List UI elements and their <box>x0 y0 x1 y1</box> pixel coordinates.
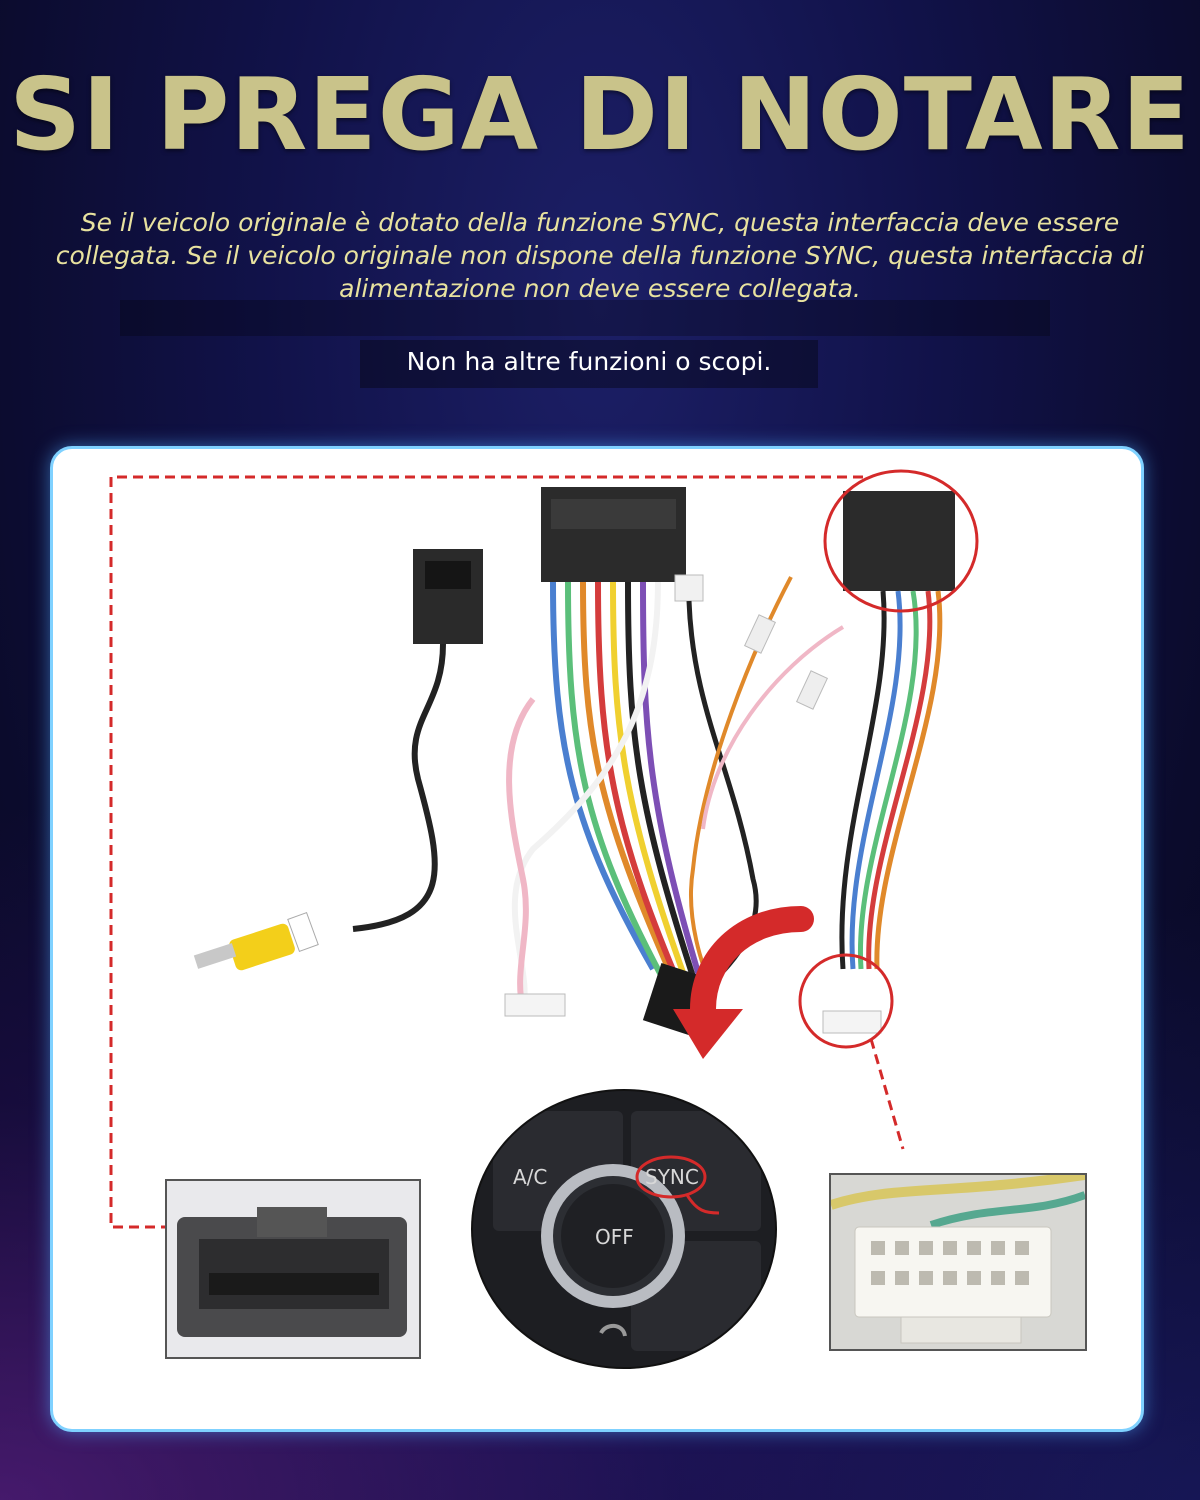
ac-label: A/C <box>513 1165 548 1189</box>
climate-dial-photo: A/C SYNC OFF <box>473 1091 775 1367</box>
sync-highlight-circle <box>635 1155 707 1199</box>
rca-tip <box>193 943 237 969</box>
white-plug-right <box>822 1010 882 1034</box>
main-wire-bundle <box>506 581 706 1010</box>
notice-band <box>120 300 1050 336</box>
highlight-circle-plug <box>798 953 894 1049</box>
rca-cable <box>352 643 446 932</box>
subnote-band <box>360 340 818 388</box>
rca-plug-yellow <box>229 923 295 971</box>
notice-text: Se il veicolo originale è dotato della f… <box>55 208 1145 303</box>
highlight-circle-connector <box>823 469 979 613</box>
white-plug-center <box>504 993 566 1017</box>
pink-wire <box>701 625 845 830</box>
wiring-harness-panel: A/C SYNC OFF <box>50 446 1144 1432</box>
off-label: OFF <box>595 1225 634 1249</box>
photo-black-connector <box>165 1179 421 1359</box>
small-white-connector <box>674 574 704 602</box>
dashed-guide-left <box>109 475 863 1229</box>
sync-power-connector <box>843 491 955 591</box>
sync-wire-bundle <box>839 590 943 970</box>
photo-white-connector <box>829 1173 1087 1351</box>
page-title: SI PREGA DI NOTARE <box>9 56 1191 173</box>
red-arrow-icon <box>690 906 814 1022</box>
wiring-harness-illustration <box>109 469 979 1229</box>
dashed-guide-right <box>869 1038 905 1150</box>
subnote-text: Non ha altre funzioni o scopi. <box>406 347 772 376</box>
sync-label: SYNC <box>645 1165 699 1189</box>
seat-heat-icon <box>599 1323 627 1337</box>
